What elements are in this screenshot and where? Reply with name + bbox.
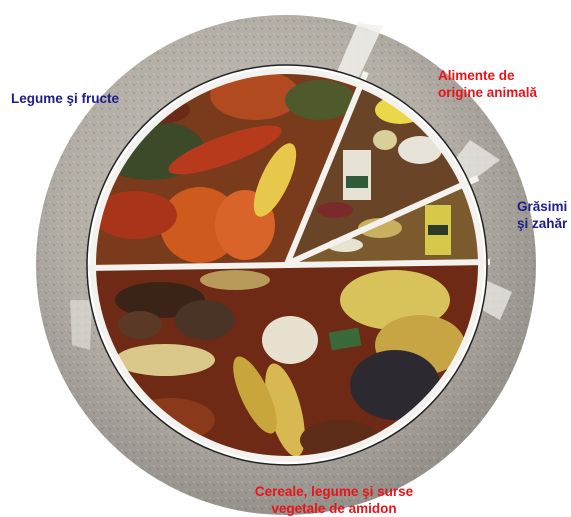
label-cereals: Cereale, legume şi surse vegetale de ami… xyxy=(234,483,434,517)
label-fats-sugar: Grăsimi şi zahăr xyxy=(517,198,567,232)
label-animal-foods: Alimente de origine animală xyxy=(438,67,537,101)
label-vegetables-fruits: Legume şi fructe xyxy=(11,90,119,107)
rim-highlight xyxy=(70,300,92,350)
